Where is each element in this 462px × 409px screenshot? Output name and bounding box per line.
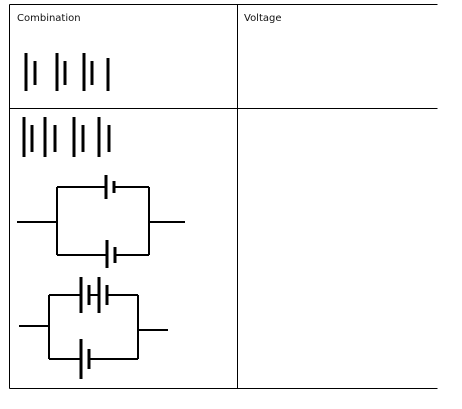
parallel-circuit-1 xyxy=(17,175,185,268)
battery-4-series xyxy=(24,53,110,91)
column-header-voltage: Voltage xyxy=(244,13,282,24)
column-header-combination: Combination xyxy=(17,13,81,24)
table-grid xyxy=(9,4,438,389)
battery-5-series xyxy=(22,117,111,157)
parallel-circuit-2 xyxy=(19,277,168,379)
